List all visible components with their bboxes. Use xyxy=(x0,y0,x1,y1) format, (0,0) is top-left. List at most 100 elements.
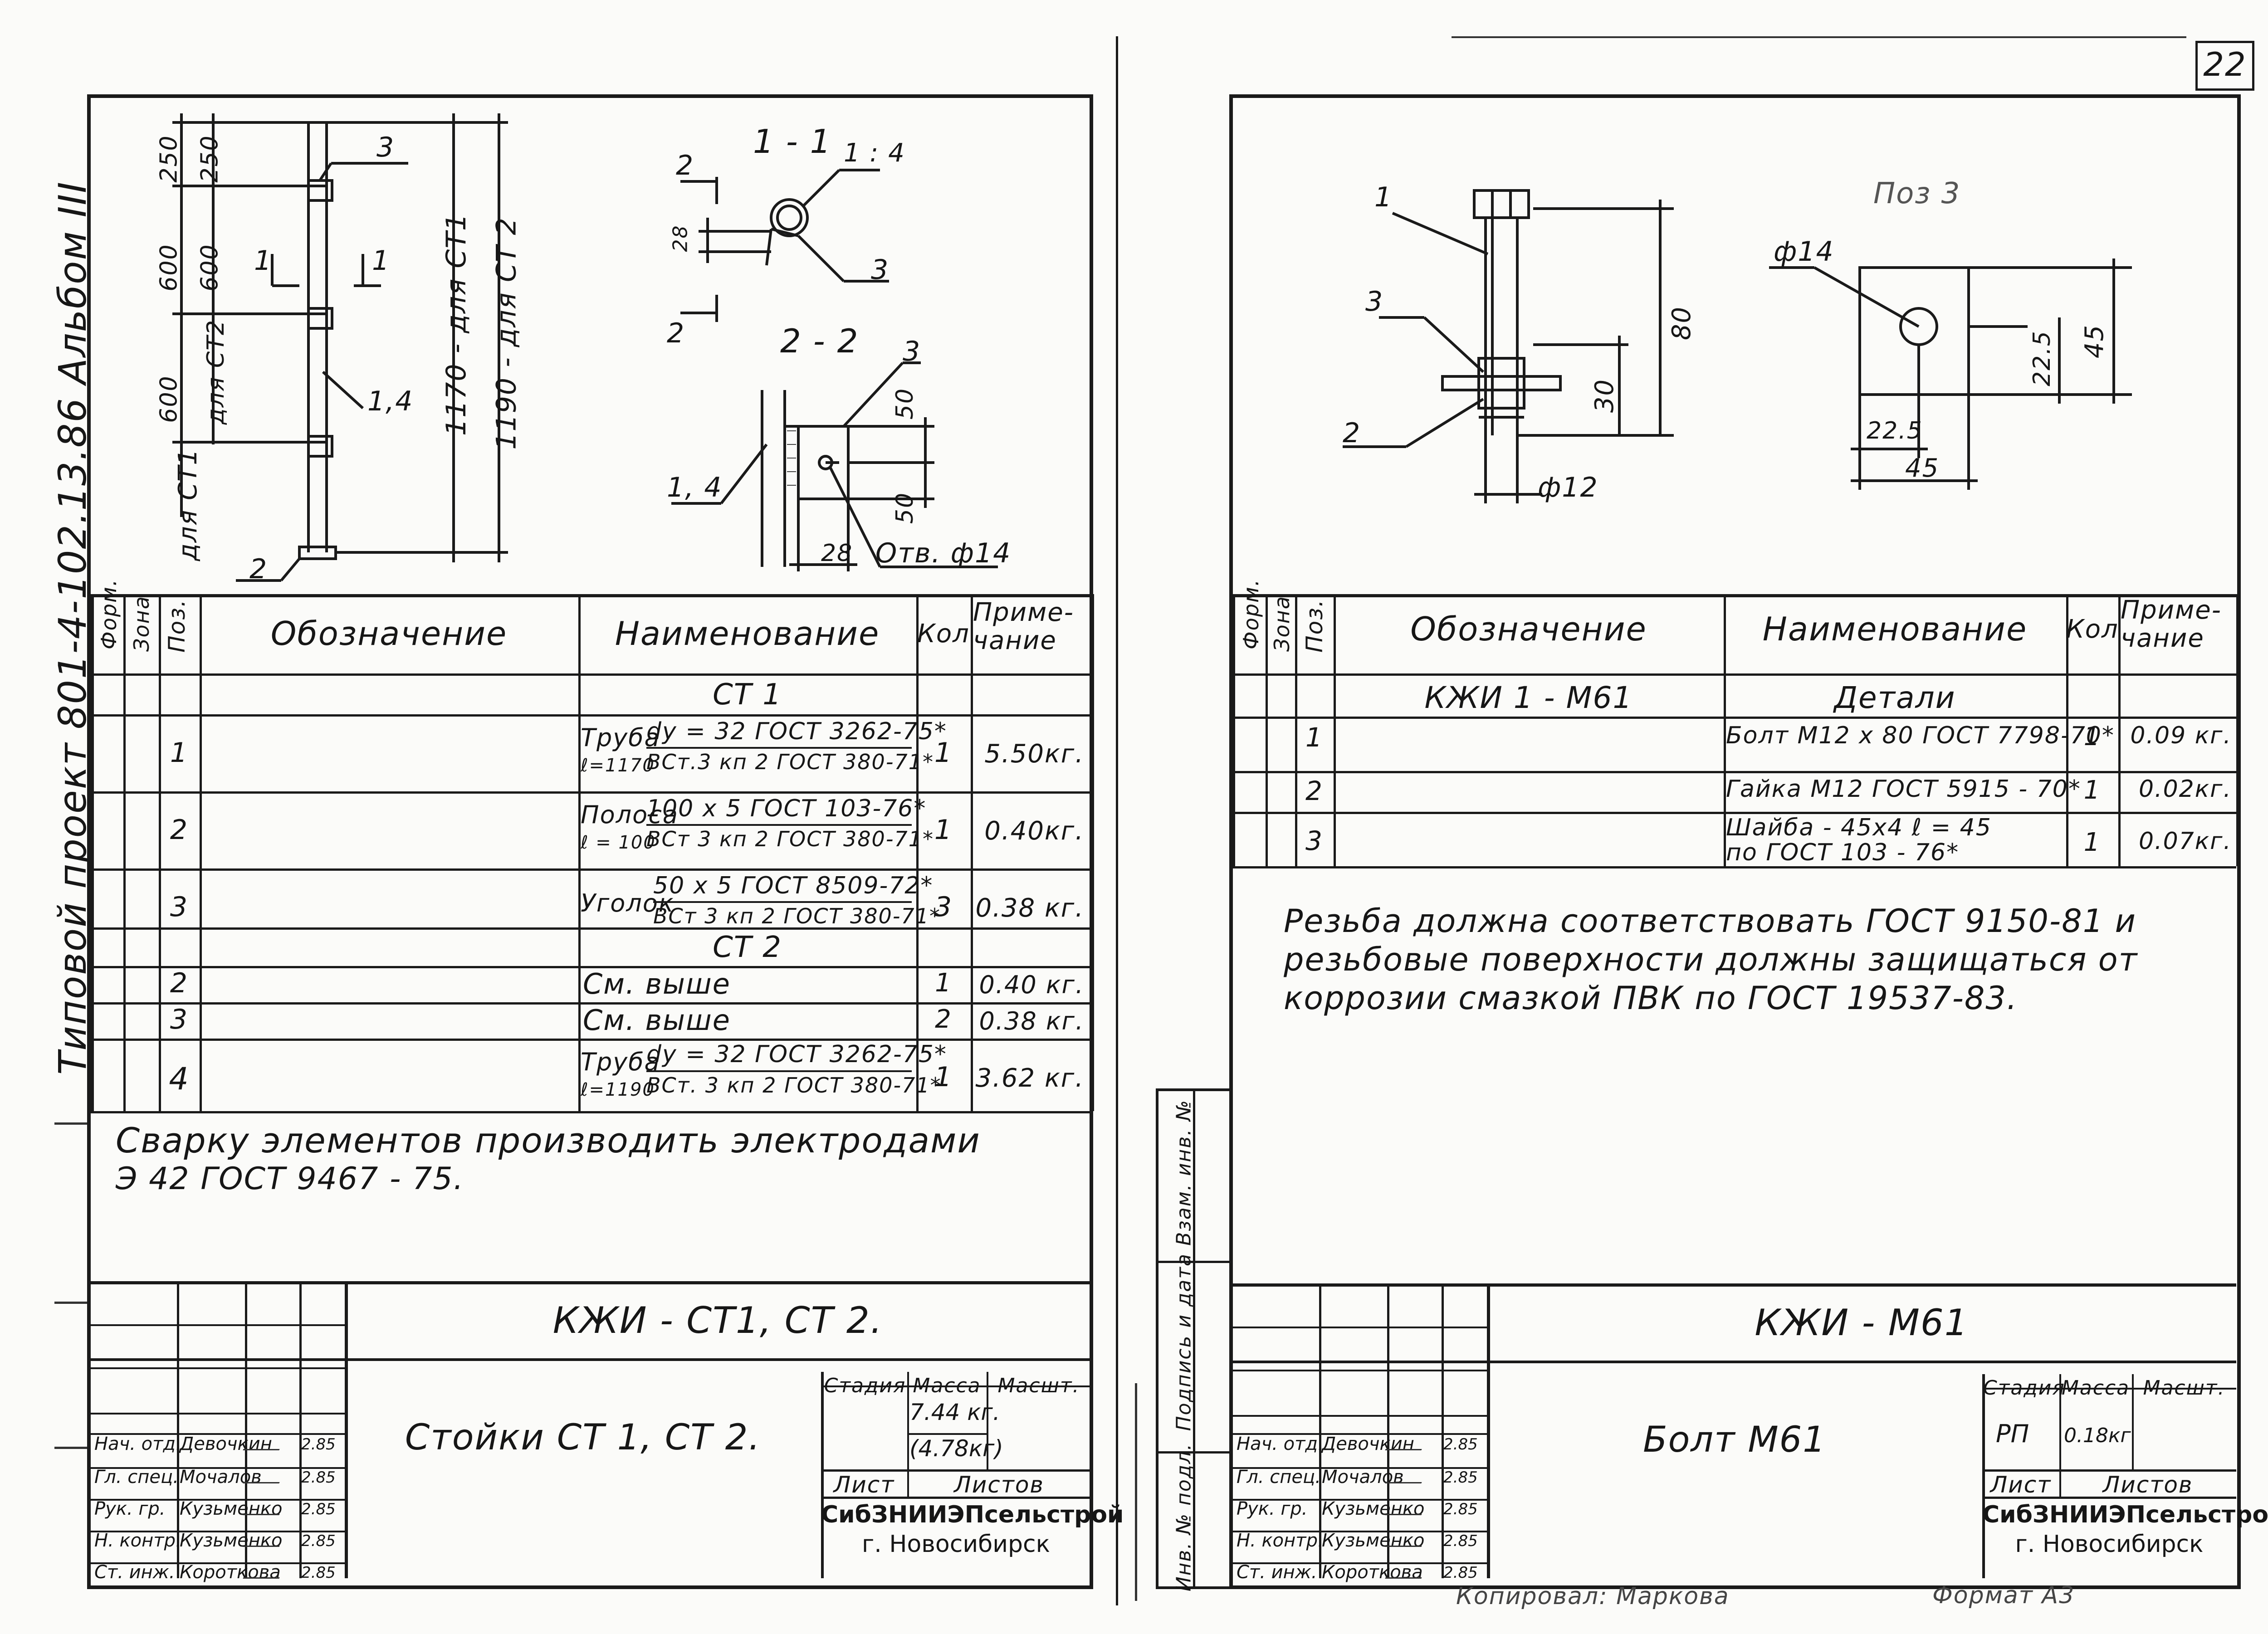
table-rule xyxy=(1233,1467,1487,1469)
col-header-designation: Обозначение xyxy=(1410,610,1647,648)
staff-name: Мочалов xyxy=(180,1467,262,1488)
bolt-dim-phi12: ф12 xyxy=(1538,472,1598,503)
row-spec-denominator: ВСт. 3 кп 2 ГОСТ 380-71* xyxy=(646,1073,942,1097)
row-note: 0.07кг. xyxy=(2138,828,2232,855)
staff-role: Ст. инж. xyxy=(94,1562,175,1583)
staff-name: Девочкин xyxy=(180,1434,272,1454)
table-rule xyxy=(91,1467,345,1469)
table-rule xyxy=(245,1281,247,1578)
col-header-qty: Кол xyxy=(2066,615,2119,644)
sheet-label: Лист xyxy=(833,1472,895,1498)
row-note: 5.50кг. xyxy=(984,739,1084,769)
col-header-qty: Кол xyxy=(917,619,970,649)
row-name-type: Труба xyxy=(581,1048,660,1076)
pos-3-label: 3 xyxy=(376,132,395,163)
stage-value: РП xyxy=(1996,1419,2029,1448)
staff-name: Кузьменко xyxy=(1322,1498,1425,1519)
right-note-line: Резьба должна соответствовать ГОСТ 9150-… xyxy=(1284,902,2137,940)
bolt-dim30: 30 xyxy=(1590,378,1620,413)
organization: СибЗНИИЭПсельстрой xyxy=(821,1501,1124,1528)
staff-name: Короткова xyxy=(1322,1562,1423,1583)
table-rule xyxy=(91,1039,1091,1041)
drawing-code: КЖИ - М61 xyxy=(1755,1302,1969,1344)
row-name: См. выше xyxy=(583,1004,731,1037)
mass-value: 7.44 кг. xyxy=(909,1399,1000,1425)
staff-date: 2.85 xyxy=(1443,1468,1478,1487)
table-rule xyxy=(646,1070,912,1072)
table-rule xyxy=(1233,1433,1487,1435)
staff-name: Мочалов xyxy=(1322,1467,1404,1488)
col-header-name: Наименование xyxy=(1762,610,2028,648)
pos-14-label: 1,4 xyxy=(367,385,414,417)
row-pos: 2 xyxy=(170,967,189,999)
row-qty: 1 xyxy=(2083,828,2101,857)
cut-1-label: 1 xyxy=(372,245,391,277)
row-spec-numerator: 50 х 5 ГОСТ 8509-72* xyxy=(653,872,934,899)
col-header-note: Приме- чание xyxy=(2121,595,2222,653)
table-rule xyxy=(1442,1283,1444,1578)
staff-role: Н. контр. xyxy=(1237,1530,1324,1551)
row-note: 0.38 кг. xyxy=(979,1007,1084,1035)
table-rule xyxy=(299,1281,302,1578)
table-rule xyxy=(123,594,126,1111)
drawing-code: КЖИ - СТ1, СТ 2. xyxy=(552,1299,883,1341)
table-rule xyxy=(1319,1283,1321,1578)
right-sheet-frame xyxy=(1229,94,2241,1589)
table-rule xyxy=(907,1433,987,1435)
row-name: Гайка М12 ГОСТ 5915 - 70* xyxy=(1726,776,2081,803)
col-header-designation: Обозначение xyxy=(270,615,508,653)
staff-role: Рук. гр. xyxy=(1237,1498,1308,1519)
section-mark-2: 2 xyxy=(667,317,685,349)
organization: СибЗНИИЭПсельстрой xyxy=(1982,1501,2268,1528)
scale-label: Масшт. xyxy=(2143,1376,2225,1400)
table-rule xyxy=(1982,1469,2236,1472)
right-note-line: коррозии смазкой ПВК по ГОСТ 19537-83. xyxy=(1284,980,2018,1017)
washer-dim-45: 45 xyxy=(1905,454,1940,483)
staff-role: Ст. инж. xyxy=(1237,1562,1317,1583)
staff-role: Гл. спец. xyxy=(94,1467,179,1488)
side-stamp-divider xyxy=(1156,1451,1233,1454)
row-pos: 2 xyxy=(1305,776,1323,806)
table-rule xyxy=(91,966,1091,968)
staff-date: 2.85 xyxy=(301,1532,336,1550)
row-pos: 3 xyxy=(1305,825,1323,856)
table-rule xyxy=(91,1367,345,1369)
sheets-label: Листов xyxy=(2102,1472,2193,1498)
right-note-line: резьбовые поверхности должны защищаться … xyxy=(1284,941,2138,978)
bolt-dim80: 80 xyxy=(1667,306,1697,341)
side-stamp-label: Подпись и дата xyxy=(1172,1253,1196,1431)
staff-role: Рук. гр. xyxy=(94,1498,166,1519)
format-label: Формат А3 xyxy=(1932,1582,2075,1609)
staff-role: Нач. отд. xyxy=(94,1434,181,1454)
row-spec-denominator: ВСт 3 кп 2 ГОСТ 380-71* xyxy=(646,827,934,851)
row-pos: 2 xyxy=(170,814,189,846)
row-spec-denominator: ВСт 3 кп 2 ГОСТ 380-71* xyxy=(653,904,941,928)
table-rule xyxy=(1233,1415,1487,1417)
staff-role: Нач. отд. xyxy=(1237,1434,1324,1454)
side-stamp-label: Взам. инв. № xyxy=(1172,1099,1196,1246)
drawing-name: Стойки СТ 1, СТ 2. xyxy=(405,1417,761,1458)
row-name-length: ℓ=1170 xyxy=(581,755,655,776)
table-rule xyxy=(646,747,912,749)
row-spec-numerator: dy = 32 ГОСТ 3262-75* xyxy=(646,1041,947,1068)
scale-label: Масшт. xyxy=(997,1374,1080,1397)
copied-by: Копировал: Маркова xyxy=(1456,1583,1730,1610)
sheets-label: Листов xyxy=(954,1472,1044,1498)
table-rule xyxy=(1233,1283,2236,1287)
table-rule xyxy=(91,594,94,1111)
table-rule xyxy=(916,594,919,1111)
fold-line xyxy=(1116,36,1118,1605)
table-rule xyxy=(1233,717,2236,719)
section-1-1-pos3: 3 xyxy=(871,254,890,286)
section-name: Детали xyxy=(1834,680,1956,715)
col-header-format: Форм. xyxy=(1239,578,1263,649)
section-title: СТ 1 xyxy=(713,678,782,712)
drawing-name: Болт М61 xyxy=(1643,1419,1826,1460)
row-note: 3.62 кг. xyxy=(975,1063,1084,1093)
section-2-2-dim28: 28 xyxy=(821,540,853,567)
row-name: Болт М12 х 80 ГОСТ 7798-70* xyxy=(1726,722,2115,749)
table-rule xyxy=(821,1385,1091,1387)
section-2-2-title: 2 - 2 xyxy=(780,322,859,360)
row-name-length: ℓ = 100 xyxy=(581,832,656,853)
row-qty: 1 xyxy=(2083,776,2101,805)
